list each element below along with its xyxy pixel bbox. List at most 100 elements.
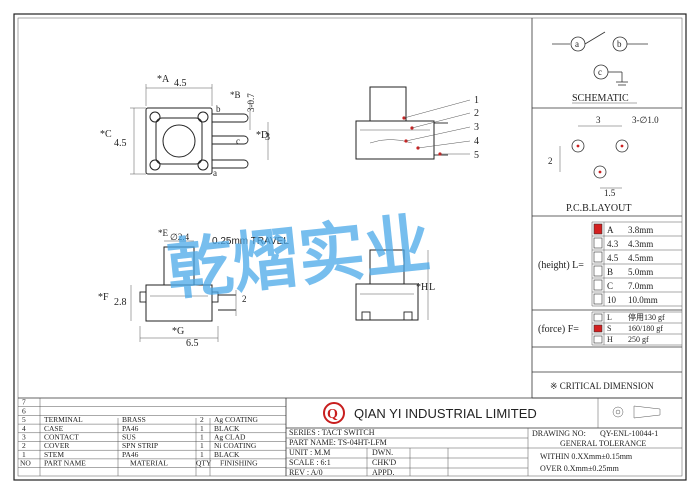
- height_table-value: 7.0mm: [628, 281, 653, 291]
- bom-part: COVER: [44, 441, 69, 450]
- height_table-checkbox[interactable]: [593, 279, 603, 291]
- bom-qty: 2: [200, 415, 204, 424]
- dim-h-label: *H: [416, 282, 428, 293]
- inner-border: [17, 17, 683, 477]
- force_table-value: 停用130 gf: [628, 312, 665, 322]
- outer-border: [13, 13, 687, 481]
- travel-note: 0.25mm TRAVEL: [212, 236, 289, 247]
- pcb-layout: 3 3-∅1.0 2 1.5 P.C.B.LAYOUT: [548, 115, 659, 214]
- pin-a-label: a: [213, 168, 217, 178]
- top-view-button: [162, 124, 196, 158]
- rev: REV : A/0: [289, 468, 323, 477]
- force_table-code: H: [607, 335, 613, 344]
- pin-b-label: b: [216, 104, 221, 114]
- height_table-value: 5.0mm: [628, 267, 653, 277]
- height_table-code: C: [607, 281, 613, 291]
- bom-finish: Ni COATING: [214, 441, 257, 450]
- dim-b-value: 3-0.7: [246, 93, 256, 112]
- dim-g-label: *G: [172, 326, 184, 337]
- bom-finish: Ag CLAD: [214, 433, 246, 442]
- height-label: (height) L=: [538, 260, 584, 271]
- height_table-value: 3.8mm: [628, 225, 653, 235]
- top-view-cap-frame: [155, 117, 203, 165]
- bom-part: TERMINAL: [44, 415, 83, 424]
- bom-header-qty: QTY: [196, 459, 212, 468]
- height_table-checkbox[interactable]: [593, 223, 603, 235]
- dim-d-value: 3: [265, 132, 270, 143]
- bom-part: CONTACT: [44, 433, 79, 442]
- height_table-code: 4.5: [607, 253, 619, 263]
- dim-2-label: 2: [242, 294, 247, 304]
- bom-material: SUS: [122, 433, 136, 442]
- bom-qty: 1: [200, 424, 204, 433]
- bom-header-part: PART NAME: [44, 459, 86, 468]
- force-label: (force) F=: [538, 324, 579, 335]
- callout-1: 1: [474, 95, 479, 106]
- height_table-checkbox[interactable]: [593, 265, 603, 277]
- height_table-code: 4.3: [607, 239, 619, 249]
- bom-no: 7: [22, 398, 26, 407]
- side-view-2: *H L: [355, 249, 435, 321]
- height_table-checkbox[interactable]: [593, 251, 603, 263]
- part-name: PART NAME: TS-04HT-LFM: [289, 438, 387, 447]
- callout-5: 5: [474, 150, 479, 161]
- front-view: *E ∅2.4 0.25mm TRAVEL *F 2.8 2 *G 6.5: [98, 228, 289, 349]
- bom-material: BRASS: [122, 415, 146, 424]
- dim-f-value: 2.8: [114, 297, 127, 308]
- title-block: Q QIAN YI INDUSTRIAL LIMITED DRAWING NO:…: [286, 398, 682, 477]
- dim-e-label: *E: [158, 228, 169, 238]
- critical-note: ※ CRITICAL DIMENSION: [550, 381, 654, 391]
- bom-no: 6: [22, 406, 26, 415]
- schematic-c: c: [598, 67, 602, 77]
- force_table-checkbox[interactable]: [593, 335, 603, 344]
- pin-c-label: c: [236, 136, 240, 146]
- dim-g-value: 6.5: [186, 338, 199, 349]
- dim-a-label: *A: [157, 74, 170, 85]
- pcb-title: P.C.B.LAYOUT: [566, 203, 631, 214]
- bom-header-no: NO: [20, 459, 31, 468]
- pcb-dim-hole: 3-∅1.0: [632, 115, 659, 125]
- bom-header-finish: FINISHING: [220, 459, 258, 468]
- height_table-checkbox[interactable]: [593, 293, 603, 305]
- scale: SCALE : 6:1: [289, 458, 331, 467]
- drawing-no: QY-ENL-10044-1: [600, 429, 658, 438]
- force_table-checkbox[interactable]: [593, 313, 603, 322]
- dwn: DWN.: [372, 448, 393, 457]
- dim-c-label: *C: [100, 129, 112, 140]
- bom-part: STEM: [44, 450, 64, 459]
- company-name: QIAN YI INDUSTRIAL LIMITED: [354, 406, 537, 421]
- bom-finish: BLACK: [214, 450, 240, 459]
- side-view: 1 2 3 4 5: [355, 86, 479, 161]
- company-logo: Q: [327, 407, 338, 422]
- dim-l-label: L: [429, 282, 435, 293]
- tolerance-within: WITHIN 0.XXmm±0.15mm: [540, 452, 633, 461]
- force_table-value: 160/180 gf: [628, 324, 663, 333]
- height_table-checkbox[interactable]: [593, 237, 603, 249]
- dim-a-value: 4.5: [174, 78, 187, 89]
- bom-header-material: MATERIAL: [130, 459, 168, 468]
- force_table-code: L: [607, 313, 612, 322]
- series: SERIES : TACT SWITCH: [289, 428, 375, 437]
- force_table-code: S: [607, 324, 611, 333]
- dim-c-value: 4.5: [114, 138, 127, 149]
- force_table-checkbox[interactable]: [593, 324, 603, 333]
- bom-no: 5: [22, 415, 26, 424]
- schematic: a b c SCHEMATIC: [552, 31, 648, 104]
- top-view: b c a *A 4.5 *B 3-0.7 *C 4.5 *D 3: [100, 74, 270, 178]
- height_table-value: 4.5mm: [628, 253, 653, 263]
- dim-f-label: *F: [98, 292, 109, 303]
- height_table-value: 10.0mm: [628, 295, 658, 305]
- pcb-dim-3: 3: [596, 115, 601, 125]
- height_table-code: B: [607, 267, 613, 277]
- schematic-a: a: [575, 39, 579, 49]
- bom-finish: BLACK: [214, 424, 240, 433]
- height_table-value: 4.3mm: [628, 239, 653, 249]
- chkd: CHK'D: [372, 458, 396, 467]
- dim-b-label: *B: [230, 90, 241, 100]
- dim-e-value: ∅2.4: [170, 232, 190, 242]
- unit: UNIT : M.M: [289, 448, 330, 457]
